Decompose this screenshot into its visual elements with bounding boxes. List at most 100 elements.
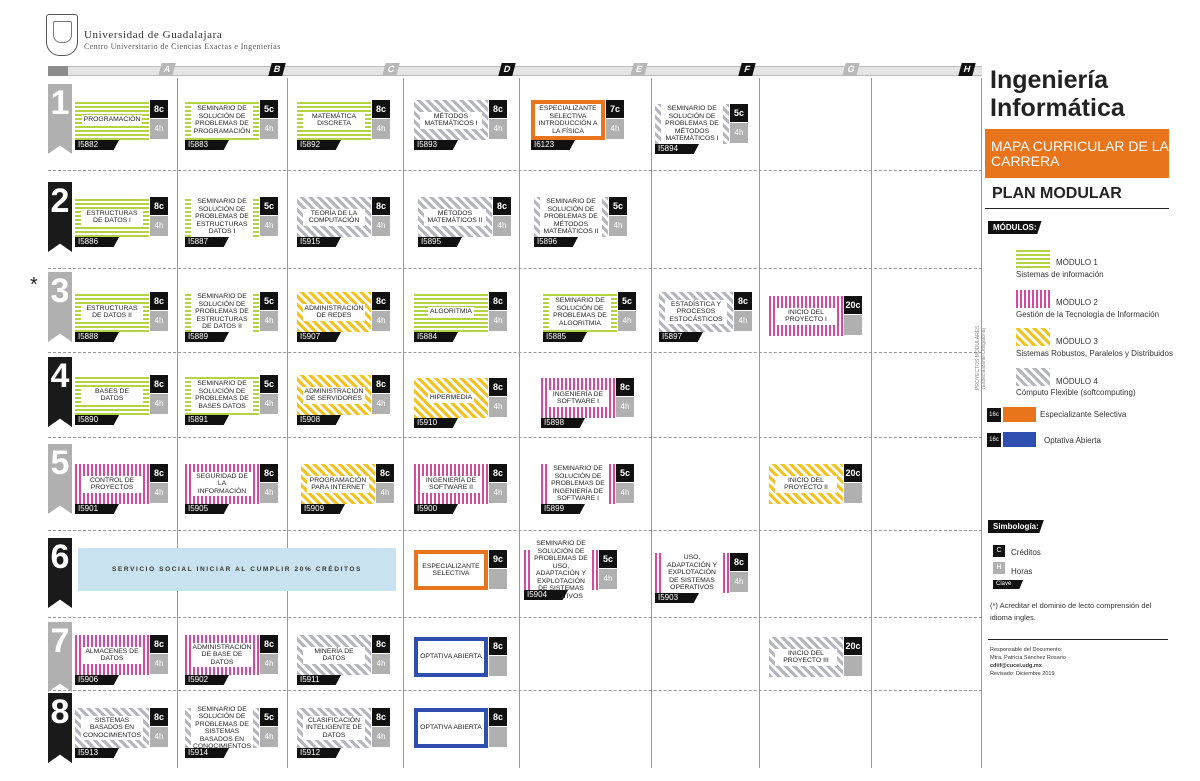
course-name-box: ADMINISTRACIÓN DE REDES xyxy=(297,292,371,332)
module-2-title: MÓDULO 2 xyxy=(1056,298,1098,307)
course-credits: 20c xyxy=(844,464,862,482)
course-hours: 4h xyxy=(372,311,390,331)
semester-8-marker xyxy=(48,693,72,763)
course-hours: 4h xyxy=(260,311,278,331)
course-name: SISTEMAS BASADOS EN CONOCIMIENTOS xyxy=(80,715,144,741)
course-name: SEMINARIO DE SOLUCIÓN DE PROBLEMAS DE MÉ… xyxy=(661,104,723,144)
course-credits: 8c xyxy=(150,464,168,482)
course-name: HIPERMEDIA xyxy=(427,393,475,403)
course-code: I5910 xyxy=(414,418,458,428)
esp-label: Especializante Selectiva xyxy=(1040,410,1127,419)
course-name-box: ADMINISTRACIÓN DE SERVIDORES xyxy=(297,375,371,415)
semester-3-number: 3 xyxy=(50,272,70,310)
course-hours: 4h xyxy=(734,311,752,331)
course-name: INGENIERÍA DE SOFTWARE II xyxy=(420,475,482,493)
revision-date: Revisado: Diciembre 2019 xyxy=(990,671,1055,677)
course-name: ESTRUCTURAS DE DATOS I xyxy=(81,208,143,226)
course-name-box: SISTEMAS BASADOS EN CONOCIMIENTOS xyxy=(75,708,149,748)
course-name-box: MATEMÁTICA DISCRETA xyxy=(297,100,371,140)
course-name-box: USO, ADAPTACIÓN Y EXPLOTACIÓN DE SISTEMA… xyxy=(655,553,729,593)
course-name-box: INGENIERÍA DE SOFTWARE I xyxy=(541,378,615,418)
course-hours: 4h xyxy=(489,397,507,417)
course-hours: 4h xyxy=(493,216,511,236)
course-name: SEMINARIO DE SOLUCIÓN DE PROBLEMAS DE AL… xyxy=(549,296,611,328)
course-name-inner: OPTATIVA ABIERTA xyxy=(418,641,484,673)
course-hours: 4h xyxy=(260,394,278,414)
course-name: PROGRAMACIÓN PARA INTERNET xyxy=(307,475,369,493)
course-code: I5889 xyxy=(185,332,229,342)
course-name: INICIO DEL PROYECTO III xyxy=(775,648,837,666)
course-name: ADMINISTRACIÓN DE REDES xyxy=(302,303,366,321)
course-name-box: INICIO DEL PROYECTO I xyxy=(769,296,843,336)
career-title-line2: Informática xyxy=(990,94,1125,122)
career-title-line1: Ingeniería xyxy=(990,66,1109,94)
career-title: Ingeniería Informática xyxy=(990,66,1125,122)
course-card: SEMINARIO DE SOLUCIÓN DE PROBLEMAS DE SI… xyxy=(185,704,289,758)
course-hours xyxy=(844,315,862,335)
esp-credits-badge: 16c xyxy=(987,408,1001,422)
course-hours xyxy=(489,727,507,747)
course-name: TEORÍA DE LA COMPUTACIÓN xyxy=(303,208,365,226)
course-code: I5903 xyxy=(655,593,699,603)
course-card: SEMINARIO DE SOLUCIÓN DE PROBLEMAS DE US… xyxy=(524,539,628,601)
module-1-swatch xyxy=(1016,250,1050,268)
course-code: I5909 xyxy=(301,504,345,514)
course-credits: 8c xyxy=(150,100,168,118)
course-name: MATEMÁTICA DISCRETA xyxy=(303,111,365,129)
esp-swatch xyxy=(1003,407,1036,422)
course-code: I5901 xyxy=(75,504,119,514)
credits-symbol-label: Créditos xyxy=(1011,548,1041,557)
course-name-box: PROGRAMACIÓN xyxy=(75,100,149,140)
course-card: SEMINARIO DE SOLUCIÓN DE PROBLEMAS DE BA… xyxy=(185,375,289,425)
course-name: ALMACENES DE DATOS xyxy=(81,646,143,664)
course-credits: 8c xyxy=(150,197,168,215)
course-credits: 20c xyxy=(844,637,862,655)
course-code: I5886 xyxy=(75,237,119,247)
module-1-title: MÓDULO 1 xyxy=(1056,258,1098,267)
course-name: SEMINARIO DE SOLUCIÓN DE PROBLEMAS DE ES… xyxy=(191,197,253,237)
course-credits: 8c xyxy=(150,375,168,393)
course-name-box: SEMINARIO DE SOLUCIÓN DE PROBLEMAS DE MÉ… xyxy=(655,104,729,144)
course-hours: 4h xyxy=(260,654,278,674)
course-code: I6123 xyxy=(531,140,575,150)
hours-symbol: H xyxy=(993,562,1005,574)
opt-label: Optativa Abierta xyxy=(1044,436,1101,445)
grid-line xyxy=(519,78,520,768)
university-seal-icon xyxy=(46,14,78,56)
course-code: I5904 xyxy=(524,590,568,600)
course-credits: 8c xyxy=(616,378,634,396)
course-name-box: SEMINARIO DE SOLUCIÓN DE PROBLEMAS DE BA… xyxy=(185,375,259,415)
course-code: I5882 xyxy=(75,140,119,150)
module-2-desc: Gestión de la Tecnología de Información xyxy=(1016,310,1160,319)
course-credits: 5c xyxy=(730,104,748,122)
grid-line xyxy=(759,78,760,768)
course-card: SEMINARIO DE SOLUCIÓN DE PROBLEMAS DE AL… xyxy=(543,292,647,342)
course-credits: 8c xyxy=(150,708,168,726)
course-hours: 4h xyxy=(616,397,634,417)
course-card: USO, ADAPTACIÓN Y EXPLOTACIÓN DE SISTEMA… xyxy=(655,553,759,603)
course-credits: 8c xyxy=(372,197,390,215)
semester-2-number: 2 xyxy=(50,182,70,220)
course-code: I5896 xyxy=(534,237,578,247)
course-credits: 5c xyxy=(618,292,636,310)
course-hours: 4h xyxy=(150,311,168,331)
course-name: PROGRAMACIÓN xyxy=(81,115,143,125)
course-name-box: SEMINARIO DE SOLUCIÓN DE PROBLEMAS DE AL… xyxy=(543,292,617,332)
course-name: ESPECIALIZANTE SELECTIVA xyxy=(422,562,480,578)
course-name-inner: ESPECIALIZANTE SELECTIVA INTRODUCCIÓN A … xyxy=(535,104,601,136)
grid-line xyxy=(651,78,652,768)
course-code: I5907 xyxy=(297,332,341,342)
language-note: (*) Acreditar el dominio de lecto compre… xyxy=(990,601,1152,622)
